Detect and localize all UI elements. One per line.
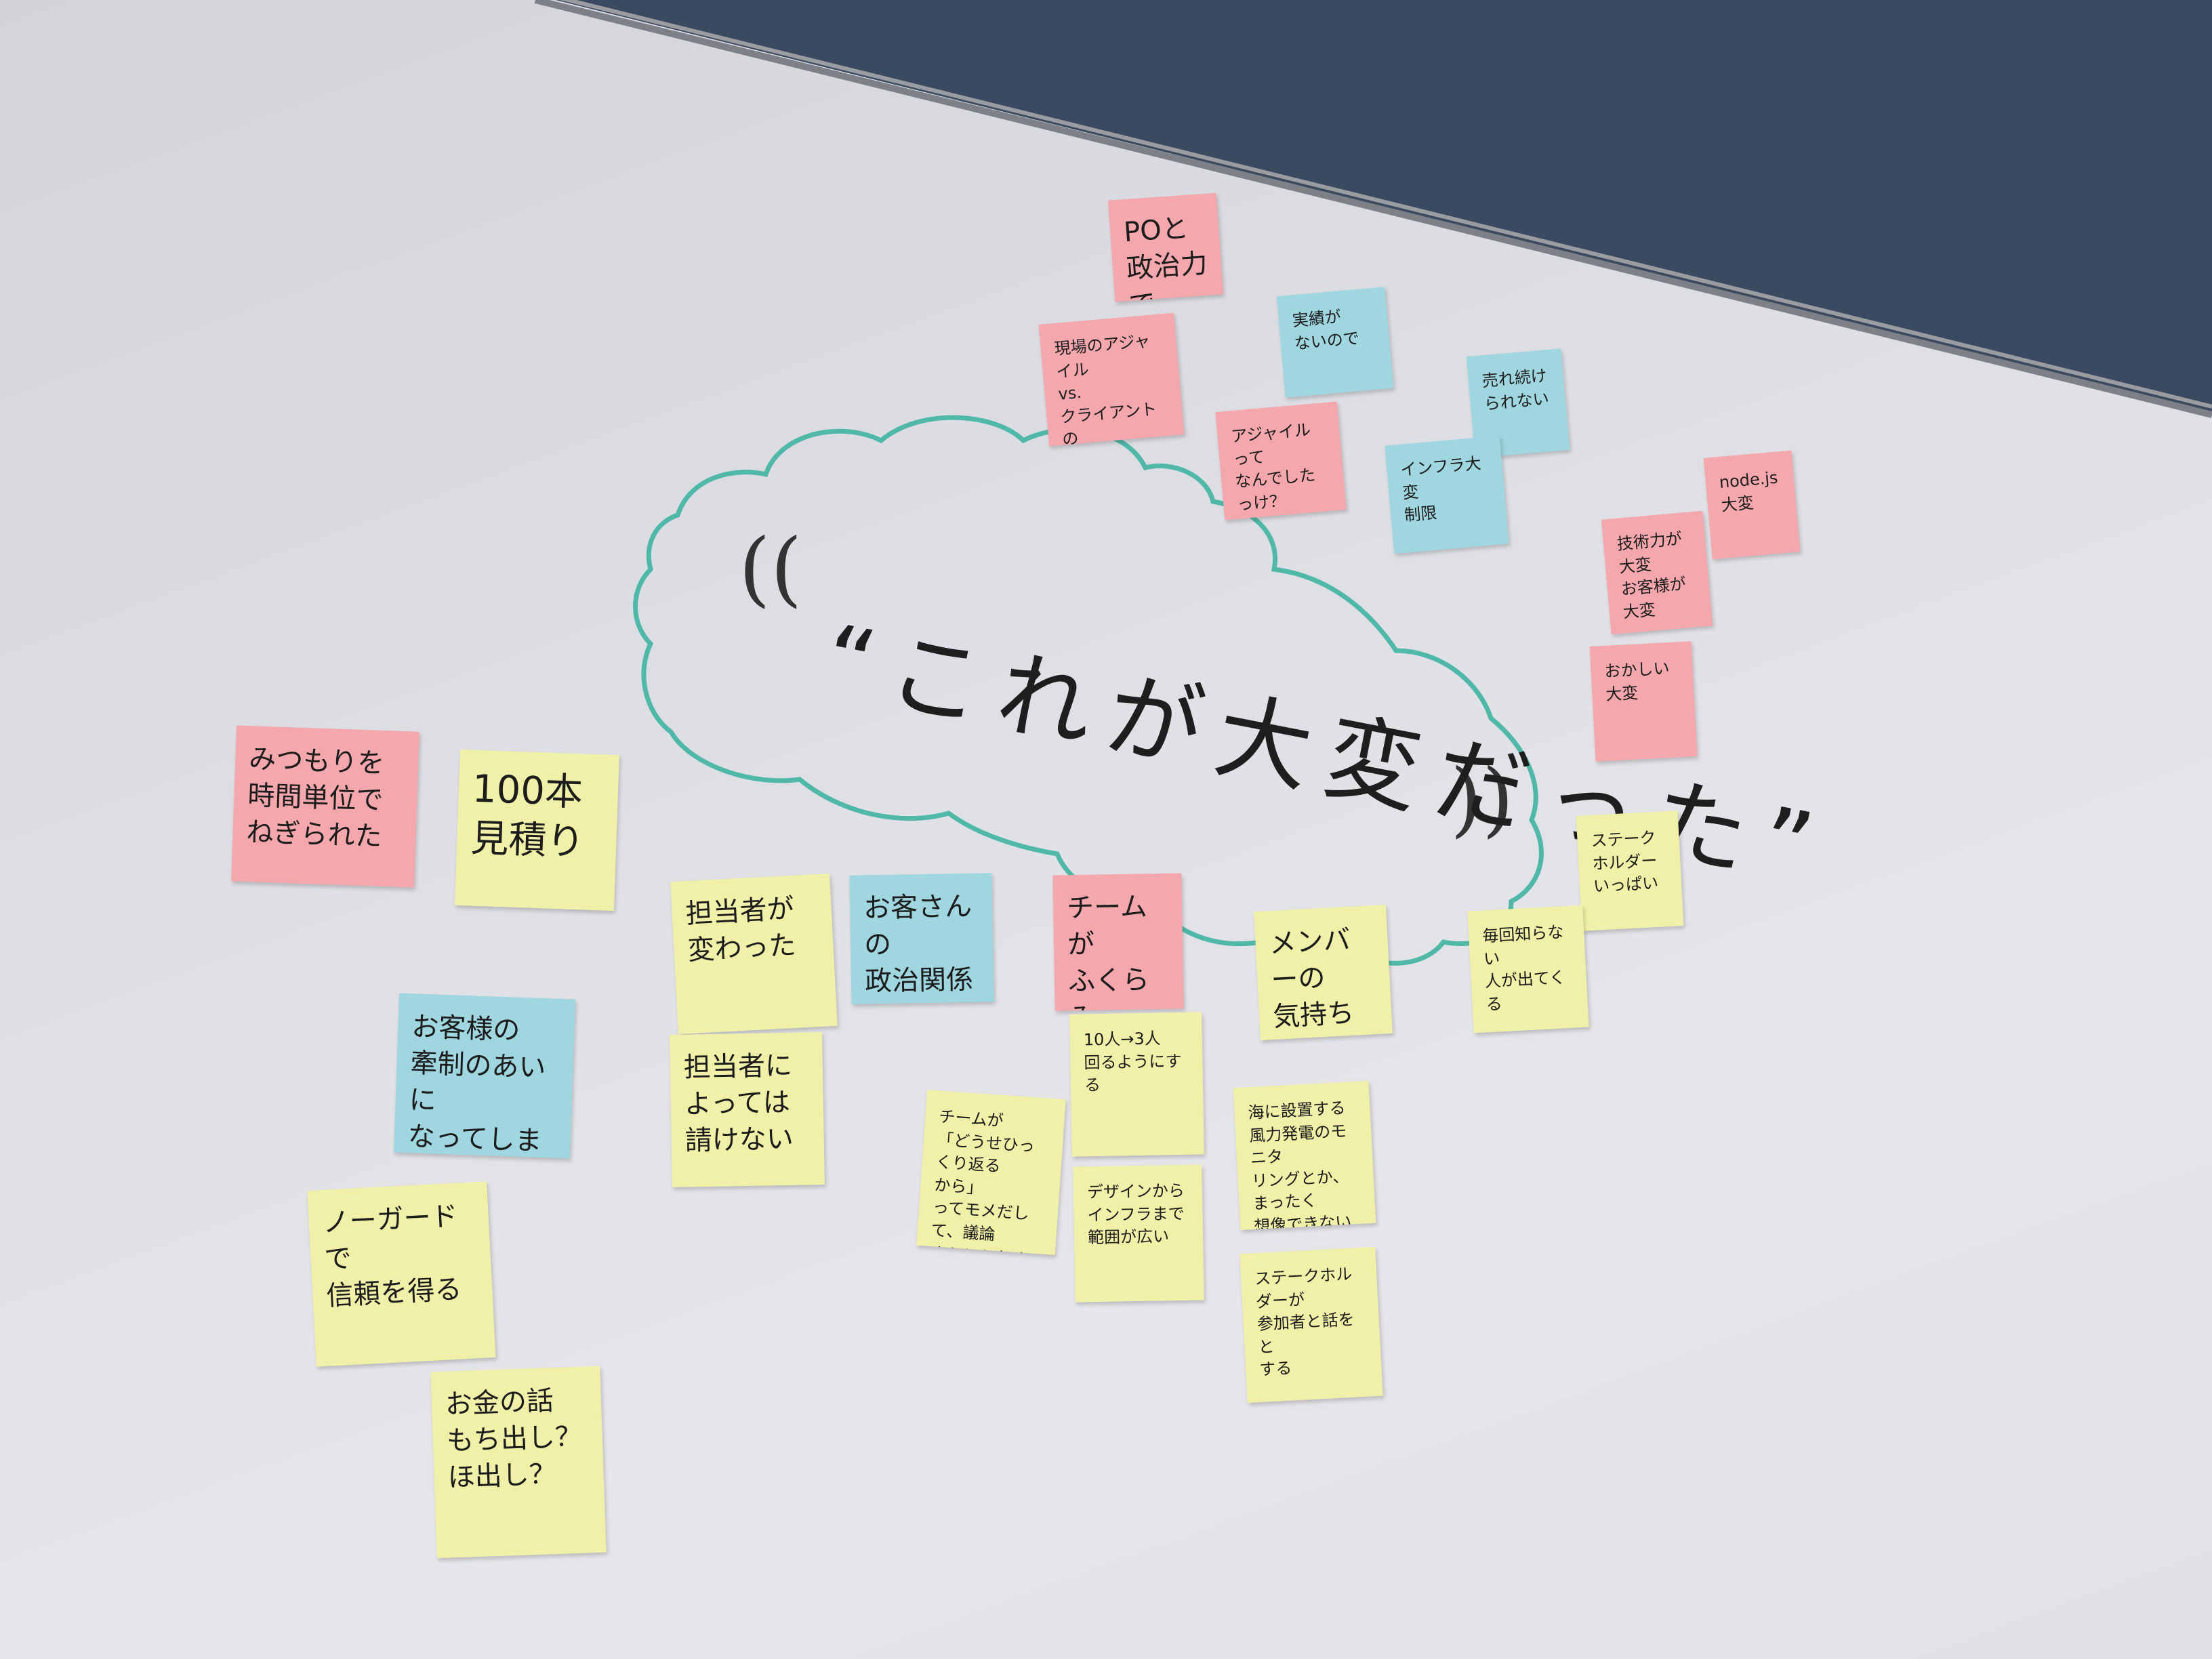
sticky-note: 100本 見積り [455,749,619,912]
sticky-note: POと 政治力で 調整 [1107,192,1224,302]
sticky-note: 海に設置する 風力発電のモニタ リングとか、まったく 想像できない時 [1233,1080,1376,1231]
sticky-note: 実績が ないので [1276,287,1394,398]
sticky-note: おかしい大変 [1589,641,1698,762]
sticky-note: お客さんの 政治関係 [849,873,994,1004]
sticky-note: お客様の 牽制のあいに なってしまう [393,993,576,1159]
sticky-note: チームが ふくらみ 調整に時間 がとられた [1052,873,1184,1011]
sticky-note: 10人→3人 回るようにする [1069,1012,1204,1157]
sticky-note: ステークホルダーが 参加者と話をと する [1240,1246,1383,1404]
sticky-note: 現場のアジャイル vs. クライアントの アジャイル [1038,312,1185,447]
sticky-note: node.js 大変 [1703,450,1801,560]
sticky-note: ステーク ホルダー いっぱい [1576,811,1684,931]
sticky-note: デザインから インフラまで 範囲が広い [1073,1164,1204,1303]
sticky-note: 技術力が大変 お客様が 大変 [1601,510,1713,635]
sticky-note: みつもりを 時間単位で ねぎられた [231,725,419,888]
sticky-note: アジャイルって なんでしたっけ？ [1215,401,1347,520]
sticky-note: 担当者に よっては 請けない [670,1032,825,1187]
sticky-note: 毎回知らない 人が出てくる [1467,905,1589,1033]
open-quote-mark: (( [739,522,802,616]
sticky-note: インフラ大変 制限 [1385,435,1509,554]
sticky-note: メンバーの 気持ち [1254,905,1393,1040]
sticky-note: お金の話 もち出し？ ほ出し？ [430,1366,607,1559]
close-quote-mark: )) [1450,752,1514,846]
sticky-note: チームが 「どうせひっくり返る から」 ってモメだして、議論 すらとらなくなった… [916,1090,1066,1255]
sticky-note: 担当者が 変わった [670,874,838,1034]
sticky-note: ノーガードで 信頼を得る [307,1181,496,1367]
